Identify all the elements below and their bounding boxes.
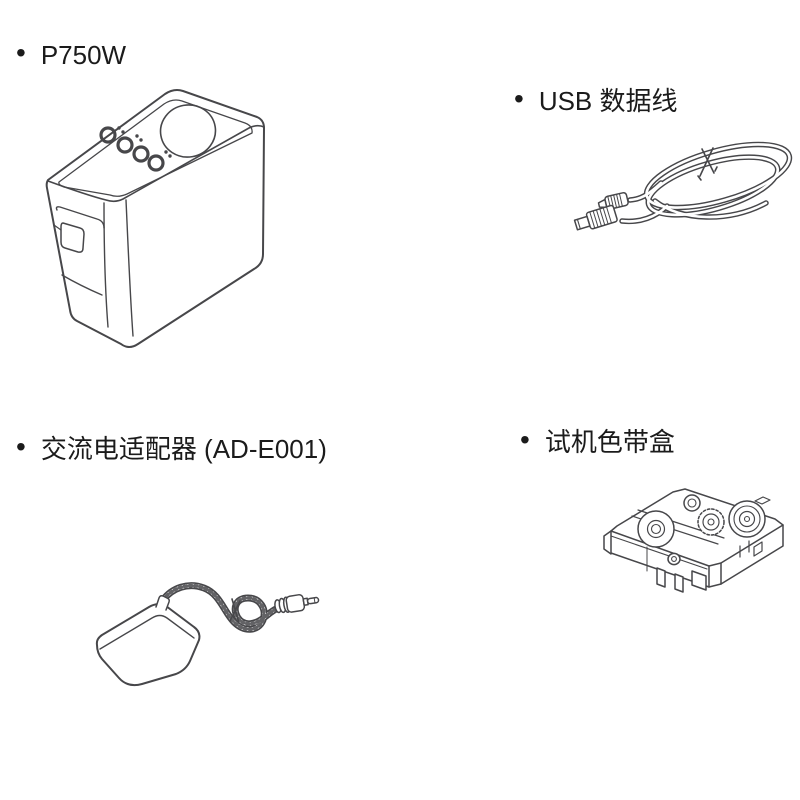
dc-barrel-plug: [274, 594, 320, 614]
item-label: 试机色带盒: [544, 427, 675, 457]
usb-a-plug: [573, 204, 618, 231]
item-label-row: • USB 数据线: [514, 83, 678, 117]
printer-illustration: [45, 89, 265, 348]
bullet-icon: •: [514, 83, 524, 114]
item-label: USB 数据线: [538, 86, 678, 116]
item-label-row: • 交流电适配器 (AD-E001): [16, 431, 327, 465]
item-label-row: • 试机色带盒: [520, 424, 675, 458]
item-label-row: • P750W: [16, 37, 127, 71]
bullet-icon: •: [16, 37, 26, 68]
bullet-icon: •: [520, 424, 530, 455]
usb-cable-illustration: [573, 141, 793, 231]
cable-tie: [229, 598, 241, 624]
bullet-icon: •: [16, 431, 26, 462]
item-label: P750W: [40, 40, 127, 70]
tape-cassette-illustration: [603, 488, 784, 593]
item-label: 交流电适配器 (AD-E001): [40, 434, 327, 464]
cable-tie: [697, 147, 718, 181]
ac-adapter-illustration: [95, 582, 320, 687]
